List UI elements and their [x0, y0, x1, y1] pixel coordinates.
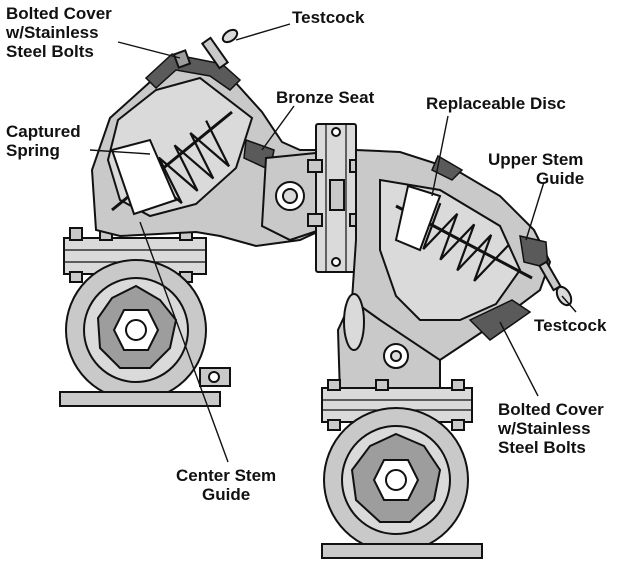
leader-bolted-cover-bottom: [499, 321, 539, 397]
leader-replaceable-disc: [431, 115, 449, 197]
label-replaceable-disc: Replaceable Disc: [426, 94, 566, 113]
first-check-body: [90, 28, 327, 248]
left-pipe-end: [59, 259, 231, 407]
leader-center-stem-guide: [139, 221, 229, 463]
leader-captured-spring: [89, 149, 151, 155]
leader-bolted-cover-top: [117, 41, 181, 59]
leader-upper-stem-guide: [525, 181, 545, 241]
left-inlet-flange: [63, 227, 207, 283]
outlet-pipe-end: [321, 407, 483, 559]
leader-lines: [89, 23, 577, 463]
leader-bronze-seat: [261, 105, 295, 151]
leader-testcock-top: [235, 23, 291, 41]
label-upper-stem-guide: Upper Stem Guide: [488, 150, 585, 188]
label-bolted-cover-bottom: Bolted Cover w/Stainless Steel Bolts: [498, 400, 604, 457]
label-bronze-seat: Bronze Seat: [276, 88, 375, 107]
label-testcock-right: Testcock: [534, 316, 607, 335]
second-check-body: [336, 148, 573, 395]
leader-testcock-right: [561, 295, 577, 313]
label-testcock-top: Testcock: [292, 8, 365, 27]
middle-flange: [307, 123, 365, 273]
label-center-stem-guide: Center Stem Guide: [176, 466, 277, 504]
label-bolted-cover-top: Bolted Cover w/Stainless Steel Bolts: [6, 4, 112, 61]
label-captured-spring: Captured Spring: [6, 122, 81, 160]
